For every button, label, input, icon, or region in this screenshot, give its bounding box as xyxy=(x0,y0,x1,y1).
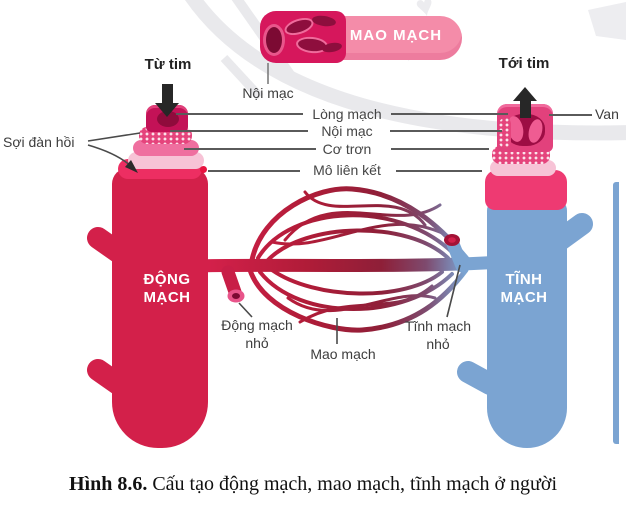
cell-nucleus xyxy=(282,14,316,39)
flow-arrow-up-icon xyxy=(520,100,531,118)
label-elastic-fiber: Sợi đàn hồi xyxy=(3,134,75,150)
label-to-heart: Tới tim xyxy=(498,55,550,72)
label-small-vein-line1: Tĩnh mạch xyxy=(404,318,472,334)
figure-caption-text: Cấu tạo động mạch, mao mạch, tĩnh mạch ở… xyxy=(152,473,558,495)
flow-arrow-up-head-icon xyxy=(513,87,537,101)
label-small-artery-line2: nhỏ xyxy=(245,334,269,351)
vein-name-line2: MẠCH xyxy=(500,289,548,306)
label-small-vein-line2: nhỏ xyxy=(426,335,450,352)
label-small-vein: Tĩnh mạch nhỏ xyxy=(388,318,488,353)
line-muscle-left xyxy=(184,148,316,150)
artery-connective-layer xyxy=(128,152,204,169)
flow-arrow-down-icon xyxy=(162,84,173,104)
artery-name-line2: MẠCH xyxy=(143,289,191,306)
label-smooth-muscle: Cơ trơn xyxy=(322,141,372,157)
line-connective-left xyxy=(208,170,300,172)
line-lumen-left xyxy=(176,113,303,115)
line-lumen-right xyxy=(391,113,508,115)
vein-name: TĨNH MẠCH xyxy=(489,271,559,307)
vein-name-line1: TĨNH xyxy=(505,271,543,288)
label-lumen: Lòng mạch xyxy=(312,106,382,122)
flow-arrow-down-head-icon xyxy=(155,103,179,117)
figure-caption-number: Hình 8.6. xyxy=(68,473,148,495)
small-artery xyxy=(221,265,245,303)
line-muscle-right xyxy=(391,148,489,150)
artery-smooth-muscle-layer xyxy=(133,140,199,156)
capillary-opening xyxy=(263,24,285,56)
label-endothelium: Nội mạc xyxy=(321,123,373,139)
label-capillary: Mao mạch xyxy=(310,346,376,362)
capillary-banner-title: MAO MẠCH xyxy=(349,27,443,44)
cropped-vessel-edge xyxy=(613,182,619,444)
artery-name: ĐỘNG MẠCH xyxy=(132,271,202,307)
label-connective-tissue: Mô liên kết xyxy=(313,162,381,178)
cell-nucleus xyxy=(311,14,337,28)
vein-ring-texture xyxy=(499,118,511,148)
label-small-artery-line1: Động mạch xyxy=(221,317,293,333)
artery-name-line1: ĐỘNG xyxy=(143,271,191,288)
artery-tube xyxy=(112,168,208,448)
label-small-artery: Động mạch nhỏ xyxy=(207,317,307,352)
figure-caption: Hình 8.6. Cấu tạo động mạch, mao mạch, t… xyxy=(0,473,626,496)
label-valve: Van xyxy=(595,106,619,122)
line-connective-right xyxy=(396,170,482,172)
line-valve xyxy=(549,114,592,116)
vein-wall-cap xyxy=(485,170,567,210)
connective-tissue-dot xyxy=(200,166,207,173)
small-vein xyxy=(444,234,469,273)
label-from-heart: Từ tim xyxy=(144,56,192,73)
label-endothelium-top: Nội mạc xyxy=(242,85,294,101)
vein-tube xyxy=(487,198,567,448)
vein-connective-layer xyxy=(490,160,556,176)
